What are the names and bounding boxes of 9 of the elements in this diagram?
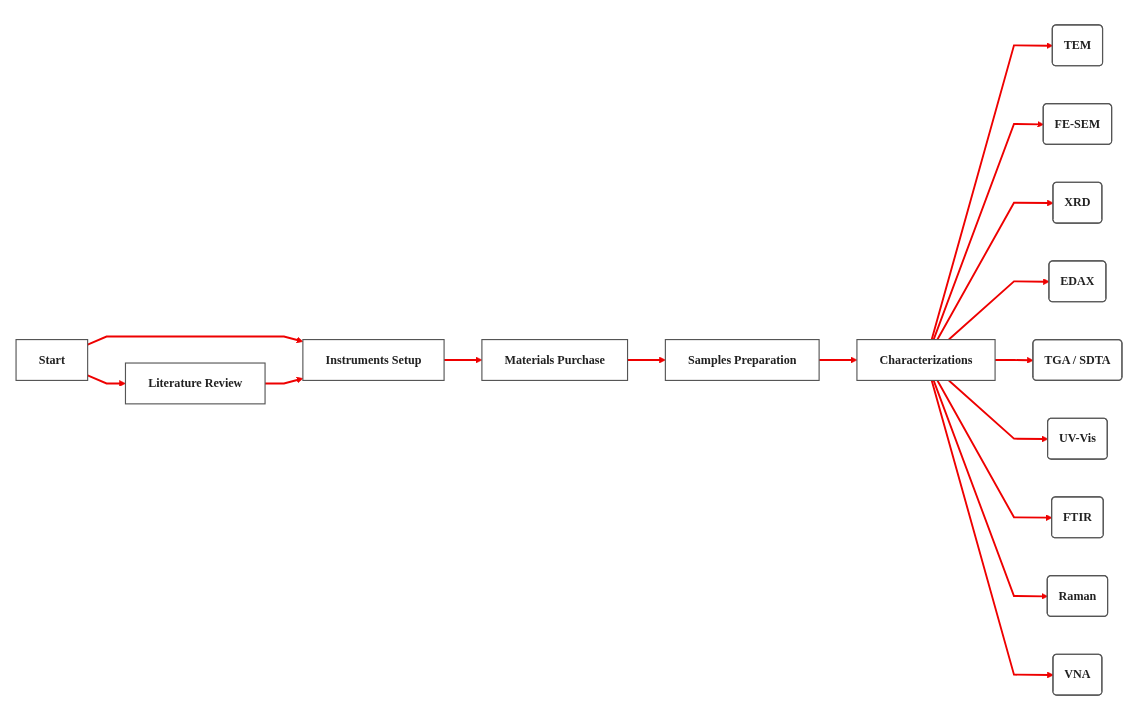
node-box: Instruments Setup [302, 339, 445, 381]
node-box: Literature Review [124, 362, 266, 405]
arrow [930, 42, 1053, 341]
arrow [932, 121, 1044, 341]
node-box: Materials Purchase [481, 339, 629, 381]
node-box: Start [15, 339, 89, 381]
arrow [932, 379, 1048, 600]
node-box: Characterizations [856, 339, 996, 381]
node-box: Samples Preparation [664, 339, 820, 381]
